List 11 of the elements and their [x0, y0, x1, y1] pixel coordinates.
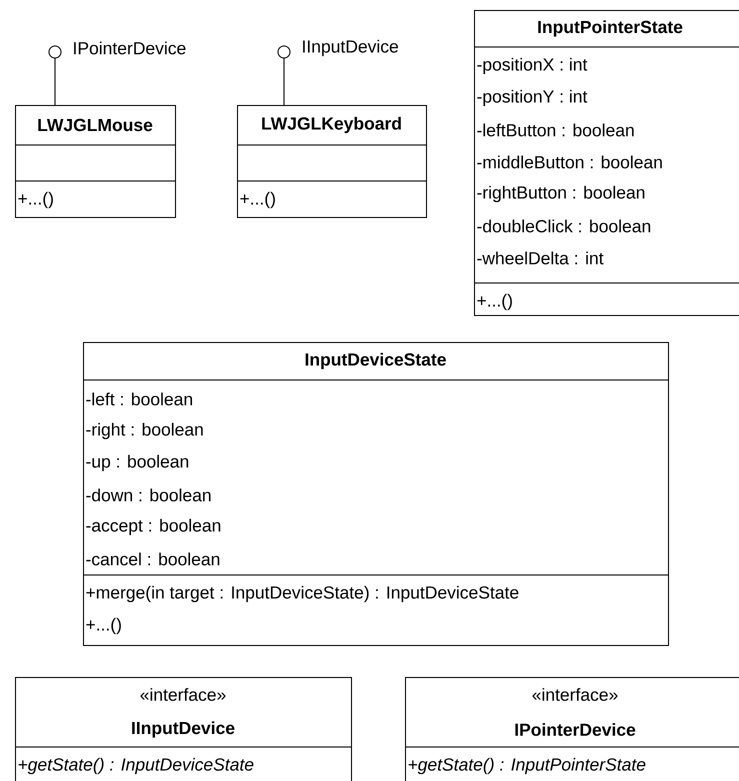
class-box: «interface» IPointerDevice +getState() : InputPointerState [404, 677, 739, 781]
class-box: InputDeviceState -left : boolean -right : boolean -up : boolean -down : boolean -accept : boolean -cancel : boolean +merge(in target : InputDeviceState) : InputDeviceState +...() [82, 342, 669, 646]
class-box: «interface» IInputDevice +getState() : InputDeviceState [14, 677, 352, 781]
connector-line [54, 58, 56, 106]
class-box: LWJGLKeyboard +...() [236, 105, 427, 218]
class-box: LWJGLMouse +...() [14, 105, 176, 218]
interface-label: IPointerDevice [74, 42, 186, 54]
interface-lollipop [278, 46, 290, 58]
class-box: InputPointerState -positionX : int -positionY : int -leftButton : boolean -middleButton : boolean -rightButton : boolean -doubleClick : boolean -wheelDelta : int +...() [474, 10, 739, 316]
interface-lollipop [48, 46, 62, 58]
interface-label: IInputDevice [303, 40, 398, 56]
